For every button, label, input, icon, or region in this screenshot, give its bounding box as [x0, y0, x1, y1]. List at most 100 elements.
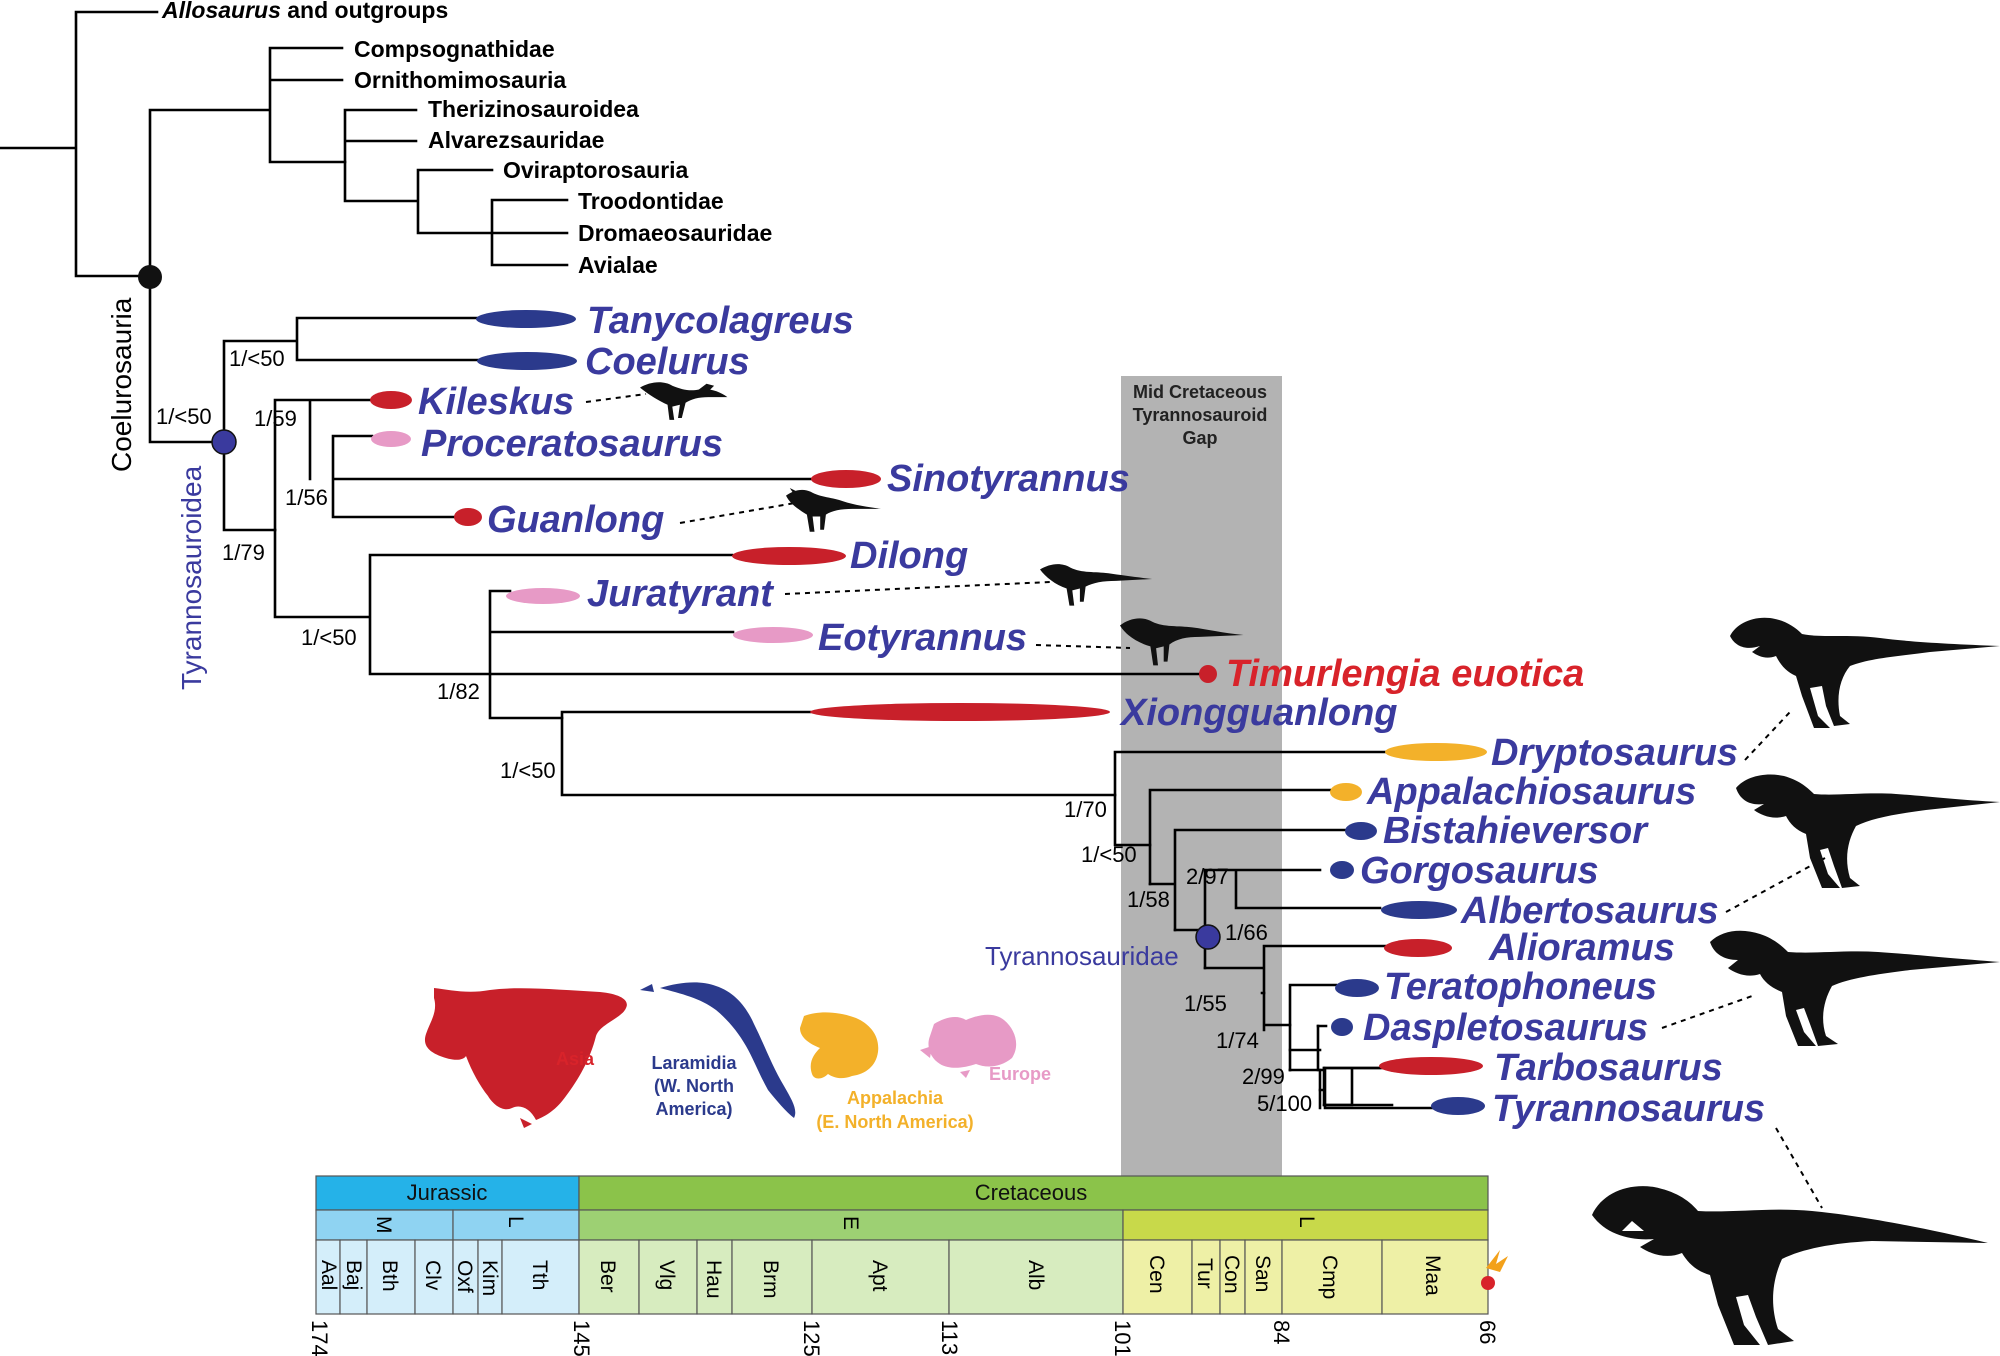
taxon-alioramus: Alioramus	[1488, 927, 1675, 969]
support-value: 1/70	[1064, 797, 1107, 822]
stage-label: Clv	[421, 1260, 444, 1291]
outgroup-therizinosauroidea: Therizinosauroidea	[428, 96, 639, 122]
map-label-laramidia-3: America)	[655, 1099, 732, 1119]
taxon-teratophoneus: Teratophoneus	[1384, 966, 1657, 1008]
taxon-timurlengia: Timurlengia euotica	[1226, 653, 1584, 695]
gap-label-3: Gap	[1182, 428, 1217, 448]
age-label: 113	[937, 1320, 962, 1355]
taxon-sinotyrannus: Sinotyrannus	[887, 458, 1130, 500]
age-label: 84	[1269, 1320, 1294, 1344]
outgroup-allosaurus: Allosaurus and outgroups	[161, 0, 448, 23]
taxon-eotyrannus: Eotyrannus	[818, 617, 1027, 659]
support-value: 1/<50	[301, 625, 357, 650]
support-value: 1/74	[1216, 1028, 1259, 1053]
range-timurlengia	[1199, 665, 1217, 683]
map-appalachia	[800, 1012, 879, 1079]
range-sinotyrannus	[811, 470, 881, 488]
coelurosauria-node	[138, 265, 162, 289]
epoch-label: M	[372, 1216, 395, 1234]
epoch-label: L	[1295, 1216, 1318, 1228]
stage-label: Aal	[317, 1260, 340, 1290]
outgroup-alvarezsauridae: Alvarezsauridae	[428, 127, 604, 153]
taxon-xiongguanlong: Xiongguanlong	[1119, 692, 1398, 734]
range-ellipses	[370, 310, 1487, 1115]
support-value: 1/82	[437, 679, 480, 704]
time-scale-labels: Jurassic Cretaceous M L E L Aal Baj Bth …	[307, 1180, 1500, 1356]
map-laramidia	[640, 982, 796, 1118]
stage-label: Ber	[596, 1260, 619, 1293]
stage-label: Hau	[702, 1260, 725, 1299]
outgroup-oviraptorosauria: Oviraptorosauria	[503, 157, 689, 183]
stage-label: Tth	[528, 1260, 551, 1290]
stage-label: Kim	[478, 1260, 501, 1296]
outgroup-dromaeosauridae: Dromaeosauridae	[578, 220, 772, 246]
taxon-dilong: Dilong	[850, 535, 968, 577]
silhouette-guanlong	[786, 488, 881, 532]
support-value: 1/55	[1184, 991, 1227, 1016]
taxon-juratyrant: Juratyrant	[587, 573, 774, 615]
range-teratophoneus	[1335, 979, 1379, 997]
epoch-label: L	[504, 1216, 527, 1228]
stage-label: Apt	[868, 1260, 891, 1292]
period-label-jurassic: Jurassic	[407, 1180, 488, 1205]
range-tanycolagreus	[476, 310, 576, 328]
age-label: 66	[1475, 1320, 1500, 1344]
map-label-laramidia-2: (W. North	[654, 1076, 734, 1096]
range-dilong	[732, 547, 846, 565]
map-europe	[920, 1014, 1017, 1078]
support-value: 1/66	[1225, 920, 1268, 945]
silhouette-eotyrannus	[1120, 618, 1244, 666]
range-dryptosaurus	[1385, 743, 1487, 761]
support-value: 1/<50	[1081, 842, 1137, 867]
silhouette-juratyrant	[1040, 564, 1153, 606]
epoch-late-jurassic	[452, 1209, 580, 1241]
stage-label: Tur	[1193, 1258, 1216, 1289]
outgroup-avialae: Avialae	[578, 252, 658, 278]
taxon-tyrannosaurus: Tyrannosaurus	[1492, 1088, 1765, 1130]
stage-label: Cen	[1145, 1255, 1168, 1294]
range-tyrannosaurus	[1431, 1097, 1485, 1115]
range-tarbosaurus	[1379, 1057, 1483, 1075]
taxon-dryptosaurus: Dryptosaurus	[1491, 732, 1738, 774]
silhouette-daspletosaurus	[1710, 930, 2000, 1046]
range-guanlong	[454, 508, 482, 526]
age-label: 145	[569, 1320, 594, 1356]
range-alioramus	[1384, 939, 1452, 957]
epoch-early-cretaceous	[578, 1209, 1124, 1241]
support-value: 1/58	[1127, 887, 1170, 912]
support-value: 1/<50	[500, 758, 556, 783]
map-label-asia: Asia	[556, 1049, 595, 1069]
range-appalachiosaurus	[1330, 783, 1362, 801]
range-proceratosaurus	[371, 431, 411, 447]
time-scale	[315, 1175, 1489, 1315]
tree-branches	[0, 10, 1442, 1110]
support-value: 2/97	[1186, 864, 1229, 889]
taxon-tanycolagreus: Tanycolagreus	[587, 300, 854, 342]
map-asia	[424, 988, 627, 1128]
range-albertosaurus	[1381, 901, 1457, 919]
stage-label: Baj	[342, 1260, 365, 1290]
range-gorgosaurus	[1330, 861, 1354, 879]
stage-label: Cmp	[1318, 1255, 1341, 1299]
support-value: 1/56	[285, 485, 328, 510]
support-value: 1/<50	[229, 346, 285, 371]
map-label-europe: Europe	[989, 1064, 1051, 1084]
range-juratyrant	[506, 588, 580, 604]
stage-label: Bth	[378, 1260, 401, 1292]
outgroup-troodontidae: Troodontidae	[578, 188, 724, 214]
taxon-daspletosaurus: Daspletosaurus	[1363, 1007, 1648, 1049]
support-value: 1/59	[254, 406, 297, 431]
epoch-label: E	[839, 1216, 862, 1230]
taxon-proceratosaurus: Proceratosaurus	[421, 423, 723, 465]
stage-label: San	[1251, 1255, 1274, 1292]
taxon-bistahieversor: Bistahieversor	[1383, 810, 1649, 852]
taxon-tarbosaurus: Tarbosaurus	[1494, 1047, 1723, 1089]
silhouette-dryptosaurus	[1730, 617, 2000, 728]
paleo-map: Asia Laramidia (W. North America) Appala…	[424, 982, 1051, 1132]
gap-label-2: Tyrannosauroid	[1133, 405, 1268, 425]
age-label: 125	[799, 1320, 824, 1356]
taxon-albertosaurus: Albertosaurus	[1460, 890, 1719, 932]
stage-label: Maa	[1421, 1255, 1444, 1296]
range-xiongguanlong	[810, 703, 1110, 721]
clade-coelurosauria: Coelurosauria	[106, 297, 137, 472]
